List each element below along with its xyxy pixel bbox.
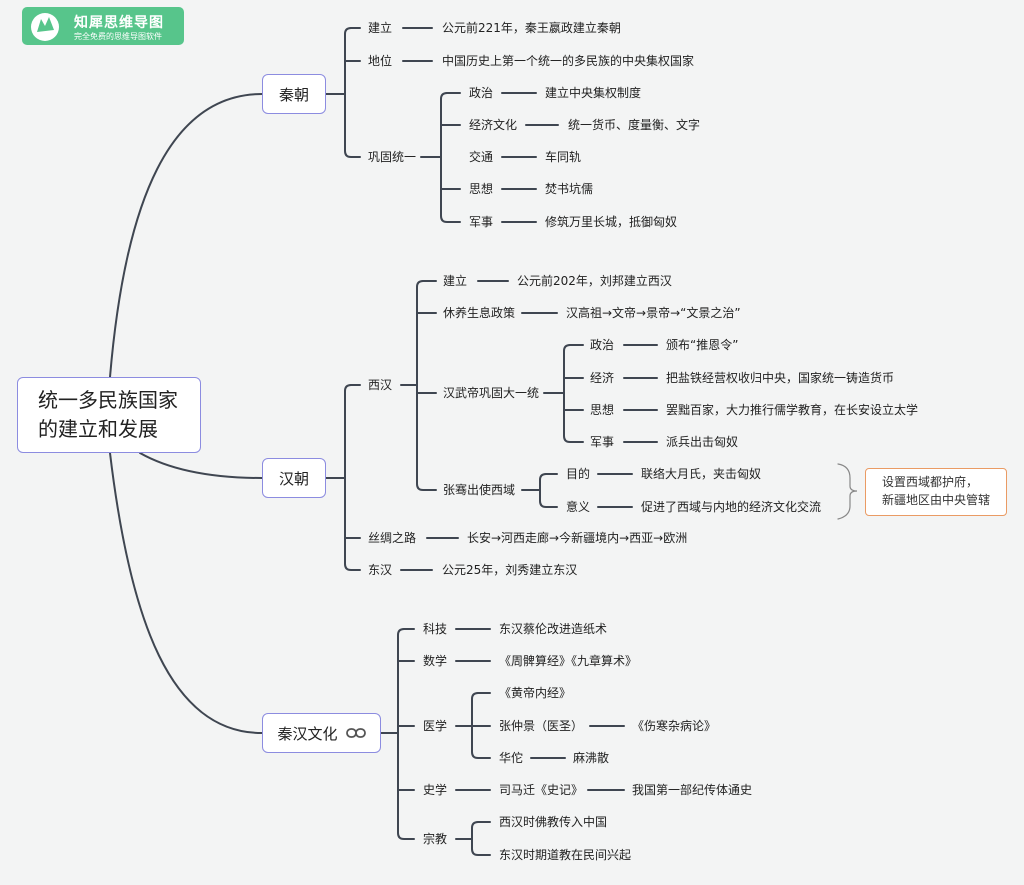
han-silk-text[interactable]: 长安→河西走廊→今新疆境内→西亚→欧洲 [467,531,688,545]
han-wudi-label[interactable]: 汉武帝巩固大一统 [443,386,540,400]
culture-med-zhang-book[interactable]: 《伤寒杂病论》 [632,719,717,733]
qin-economy-text[interactable]: 统一货币、度量衡、文字 [568,118,701,132]
link-icon[interactable] [345,727,366,739]
han-wd-military-label[interactable]: 军事 [590,435,615,449]
han-wd-thought-label[interactable]: 思想 [590,403,615,417]
qin-consolidate-label[interactable]: 巩固统一 [368,150,417,164]
culture-med-huangdi[interactable]: 《黄帝内经》 [499,686,572,700]
han-zq-purpose-text[interactable]: 联络大月氏，夹击匈奴 [641,467,762,481]
qin-found-label[interactable]: 建立 [368,21,393,35]
han-donghan-label[interactable]: 东汉 [368,563,393,577]
culture-rel-label[interactable]: 宗教 [423,832,448,846]
qin-thought-label[interactable]: 思想 [469,182,494,196]
central-topic[interactable]: 统一多民族国家 的建立和发展 [17,377,201,453]
culture-hist-text[interactable]: 司马迁《史记》 [499,783,584,797]
brand-name: 知犀思维导图 [74,15,164,31]
han-wd-military-text[interactable]: 派兵出击匈奴 [666,435,739,449]
qin-military-text[interactable]: 修筑万里长城，抵御匈奴 [545,215,678,229]
topic-culture[interactable]: 秦汉文化 [262,713,381,753]
qin-found-text[interactable]: 公元前221年，秦王嬴政建立秦朝 [442,21,621,35]
qin-thought-text[interactable]: 焚书坑儒 [545,182,594,196]
brand-tagline: 完全免费的思维导图软件 [74,32,162,41]
han-zq-purpose-label[interactable]: 目的 [566,467,591,481]
qin-politics-label[interactable]: 政治 [469,86,494,100]
topic-qin[interactable]: 秦朝 [262,74,326,114]
qin-military-label[interactable]: 军事 [469,215,494,229]
topic-qin-label: 秦朝 [278,85,309,104]
culture-math-text[interactable]: 《周髀算经》《九章算术》 [499,654,638,668]
zq-note-line1: 设置西域都护府， [882,475,979,489]
culture-tech-label[interactable]: 科技 [423,622,448,636]
qin-status-text[interactable]: 中国历史上第一个统一的多民族的中央集权国家 [442,54,695,68]
culture-tech-text[interactable]: 东汉蔡伦改进造纸术 [499,622,608,636]
han-wd-economy-text[interactable]: 把盐铁经营权收归中央，国家统一铸造货币 [666,371,895,385]
central-title-line1: 统一多民族国家 [38,388,178,412]
han-silk-label[interactable]: 丝绸之路 [368,531,417,545]
han-zq-meaning-text[interactable]: 促进了西域与内地的经济文化交流 [641,500,822,514]
central-title-line2: 的建立和发展 [38,417,158,441]
han-xh-rest-label[interactable]: 休养生息政策 [443,306,516,320]
culture-hist-note[interactable]: 我国第一部纪传体通史 [632,783,753,797]
topic-han-label: 汉朝 [278,469,309,488]
rhino-logo-icon [31,13,59,41]
zq-summary-note[interactable]: 设置西域都护府， 新疆地区由中央管辖 [865,468,1007,516]
han-wd-politics-label[interactable]: 政治 [590,338,615,352]
qin-economy-label[interactable]: 经济文化 [469,118,518,132]
qin-status-label[interactable]: 地位 [368,54,393,68]
han-xh-found-text[interactable]: 公元前202年，刘邦建立西汉 [517,274,672,288]
han-zq-label[interactable]: 张骞出使西域 [443,483,516,497]
culture-math-label[interactable]: 数学 [423,654,448,668]
han-donghan-text[interactable]: 公元25年，刘秀建立东汉 [442,563,578,577]
qin-politics-text[interactable]: 建立中央集权制度 [545,86,642,100]
culture-rel-taoism[interactable]: 东汉时期道教在民间兴起 [499,848,632,862]
brand-logo[interactable]: 知犀思维导图 完全免费的思维导图软件 [22,7,184,45]
han-wd-politics-text[interactable]: 颁布“推恩令” [666,338,739,352]
han-xh-rest-text[interactable]: 汉高祖→文帝→景帝→“文景之治” [566,306,741,320]
qin-transport-text[interactable]: 车同轨 [545,150,582,164]
topic-culture-label: 秦汉文化 [277,724,338,743]
topic-han[interactable]: 汉朝 [262,458,326,498]
culture-med-huatuo[interactable]: 华佗 [499,751,524,765]
culture-hist-label[interactable]: 史学 [423,783,448,797]
han-xihan-label[interactable]: 西汉 [368,378,393,392]
han-wd-thought-text[interactable]: 罢黜百家，大力推行儒学教育，在长安设立太学 [666,403,919,417]
han-xh-found-label[interactable]: 建立 [443,274,468,288]
culture-med-zhang[interactable]: 张仲景（医圣） [499,719,584,733]
han-wd-economy-label[interactable]: 经济 [590,371,615,385]
culture-med-huatuo-item[interactable]: 麻沸散 [573,751,610,765]
qin-transport-label[interactable]: 交通 [469,150,494,164]
zq-note-line2: 新疆地区由中央管辖 [882,493,991,507]
culture-rel-buddhism[interactable]: 西汉时佛教传入中国 [499,815,608,829]
han-zq-meaning-label[interactable]: 意义 [566,500,591,514]
culture-med-label[interactable]: 医学 [423,719,448,733]
